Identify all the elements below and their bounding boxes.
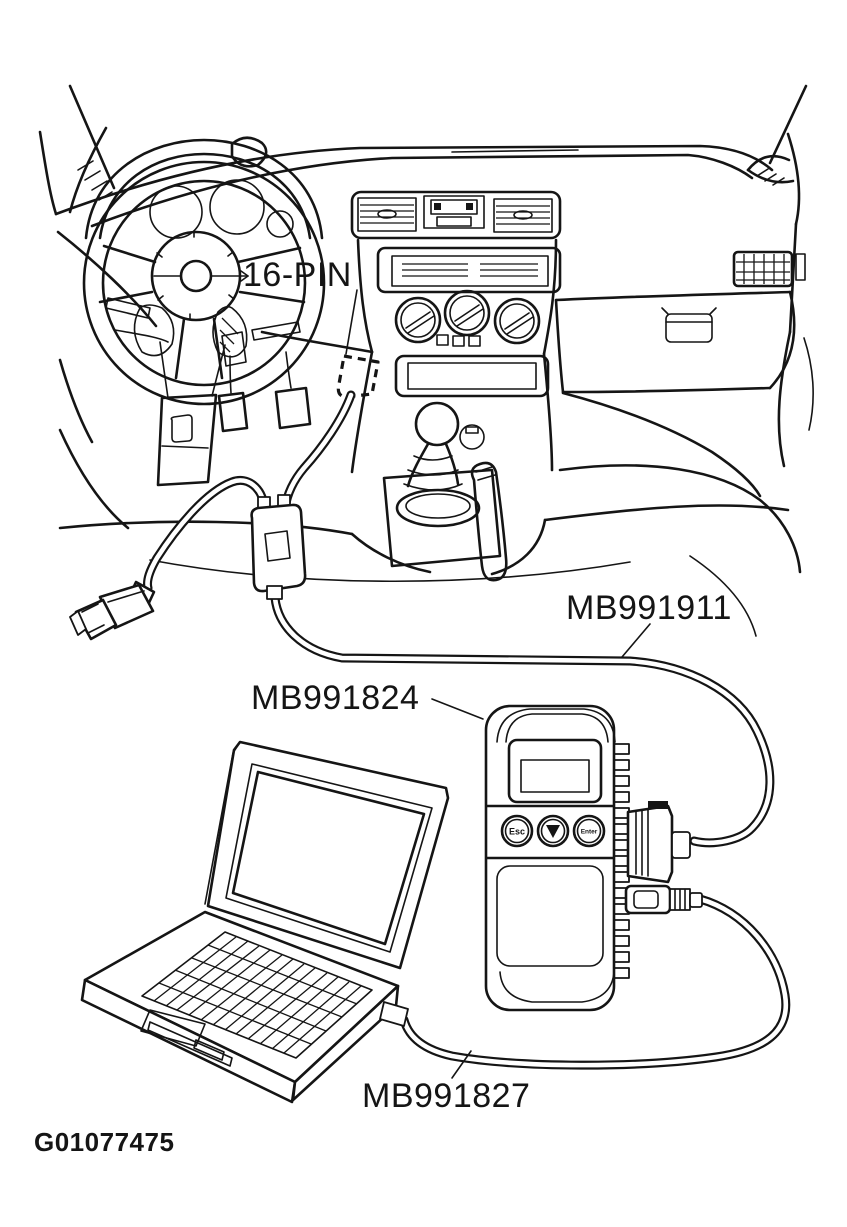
- esc-button-label: Esc: [509, 827, 525, 837]
- scan-tool: Esc Enter: [484, 704, 703, 1012]
- side-vent-right: [732, 222, 814, 468]
- instrument-cluster: [84, 138, 324, 240]
- dsub-connector: [626, 801, 691, 884]
- figure-drawing-code: G01077475: [34, 1127, 174, 1157]
- car-interior: [38, 84, 814, 637]
- laptop-keyboard: [141, 931, 373, 1059]
- dlc-cable: [280, 390, 356, 513]
- cable-mb991911: [270, 593, 775, 848]
- scan-tool-lcd: [507, 738, 603, 804]
- leader-mb991824: [431, 698, 484, 720]
- label-mb991911: MB991911: [566, 589, 732, 627]
- label-mb991827: MB991827: [362, 1077, 530, 1115]
- branch-plug: [69, 580, 156, 641]
- center-stack: [260, 190, 562, 398]
- cables: [143, 390, 775, 848]
- steering-wheel: [82, 160, 326, 406]
- enter-button: Enter: [572, 814, 606, 848]
- cable-mb991827: [399, 894, 791, 1070]
- laptop: [80, 740, 450, 1104]
- windshield-and-pillars: [38, 84, 808, 228]
- leader-16-pin: [345, 289, 358, 355]
- vent-bar: [350, 190, 562, 240]
- usb-connector: [624, 884, 703, 915]
- floor-and-trim: [58, 350, 802, 637]
- junction-adapter: [250, 494, 307, 600]
- glove-box-handle: [665, 313, 713, 343]
- dlc-dashed-outline: [336, 354, 380, 399]
- label-16-pin: 16-PIN: [243, 256, 352, 294]
- laptop-lid: [204, 740, 450, 970]
- hvac-knobs: [394, 289, 541, 347]
- laptop-touchpad: [140, 1009, 206, 1047]
- labels: 16-PIN MB991911 MB991824 MB991827 G01077…: [34, 256, 732, 1157]
- handbrake: [470, 461, 508, 582]
- enter-button-label: Enter: [581, 829, 598, 836]
- down-arrow-button: [536, 814, 570, 848]
- esc-button: Esc: [500, 814, 534, 848]
- clock-display: [423, 195, 485, 229]
- label-mb991824: MB991824: [251, 679, 419, 717]
- laptop-screen: [231, 770, 426, 946]
- storage-cubby: [394, 354, 550, 398]
- laptop-port: [379, 1001, 409, 1027]
- laptop-base: [80, 910, 400, 1104]
- glove-box: [554, 290, 796, 498]
- leader-mb991827: [451, 1050, 472, 1079]
- gear-shifter: [382, 401, 502, 568]
- branch-cable: [143, 476, 269, 593]
- steering-column-and-pedals: [56, 230, 312, 487]
- leader-mb991911: [621, 623, 651, 658]
- down-arrow-icon: [546, 825, 560, 838]
